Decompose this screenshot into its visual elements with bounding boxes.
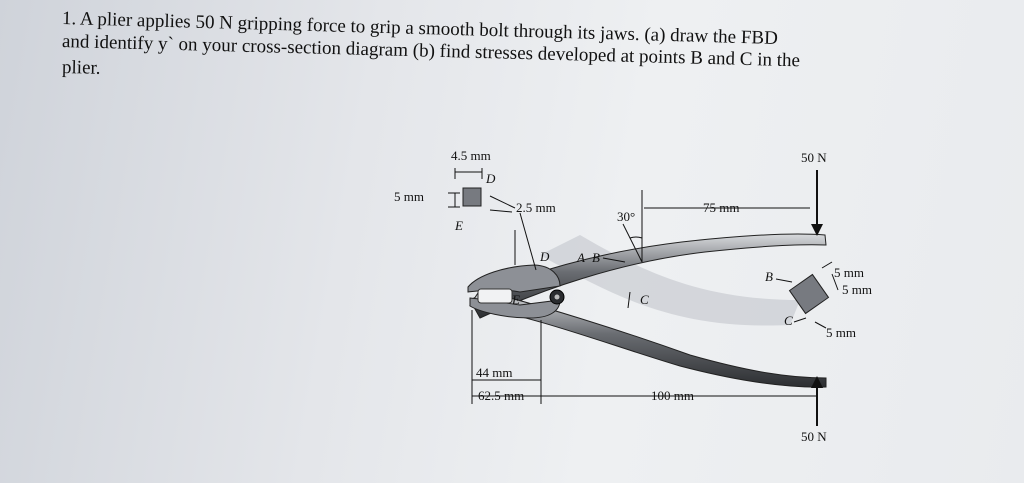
label-E: E	[511, 292, 520, 307]
label-C-section: C	[784, 313, 793, 328]
label-E-top: E	[454, 218, 463, 233]
label-B: B	[592, 250, 600, 265]
dim-75-mm: 75 mm	[703, 200, 739, 215]
upper-jaw	[467, 264, 561, 293]
section-cut-upper	[519, 212, 537, 271]
dim-2-5-mm: 2.5 mm	[516, 200, 556, 215]
section-B-C	[788, 273, 830, 315]
section-D-E	[462, 187, 482, 207]
lower-handle	[469, 289, 827, 388]
dim-5-mm-sec-2: 5 mm	[842, 282, 872, 297]
force-bottom-50N: 50 N	[801, 429, 827, 444]
label-B-section: B	[765, 269, 773, 284]
label-D-top: D	[485, 171, 496, 186]
dim-4-5-mm: 4.5 mm	[451, 148, 491, 163]
dim-5-mm-sec-3: 5 mm	[826, 325, 856, 340]
label-C: C	[640, 292, 649, 307]
dim-5-mm-left: 5 mm	[394, 189, 424, 204]
bolt	[477, 288, 513, 304]
label-A: A	[576, 250, 585, 265]
dim-62-5-mm: 62.5 mm	[478, 388, 524, 403]
label-D: D	[539, 249, 550, 264]
force-top-50N: 50 N	[801, 150, 827, 165]
dim-44-mm: 44 mm	[476, 365, 512, 380]
dim-100-mm: 100 mm	[651, 388, 694, 403]
angle-30: 30°	[617, 209, 635, 224]
dim-5-mm-sec-1: 5 mm	[834, 265, 864, 280]
